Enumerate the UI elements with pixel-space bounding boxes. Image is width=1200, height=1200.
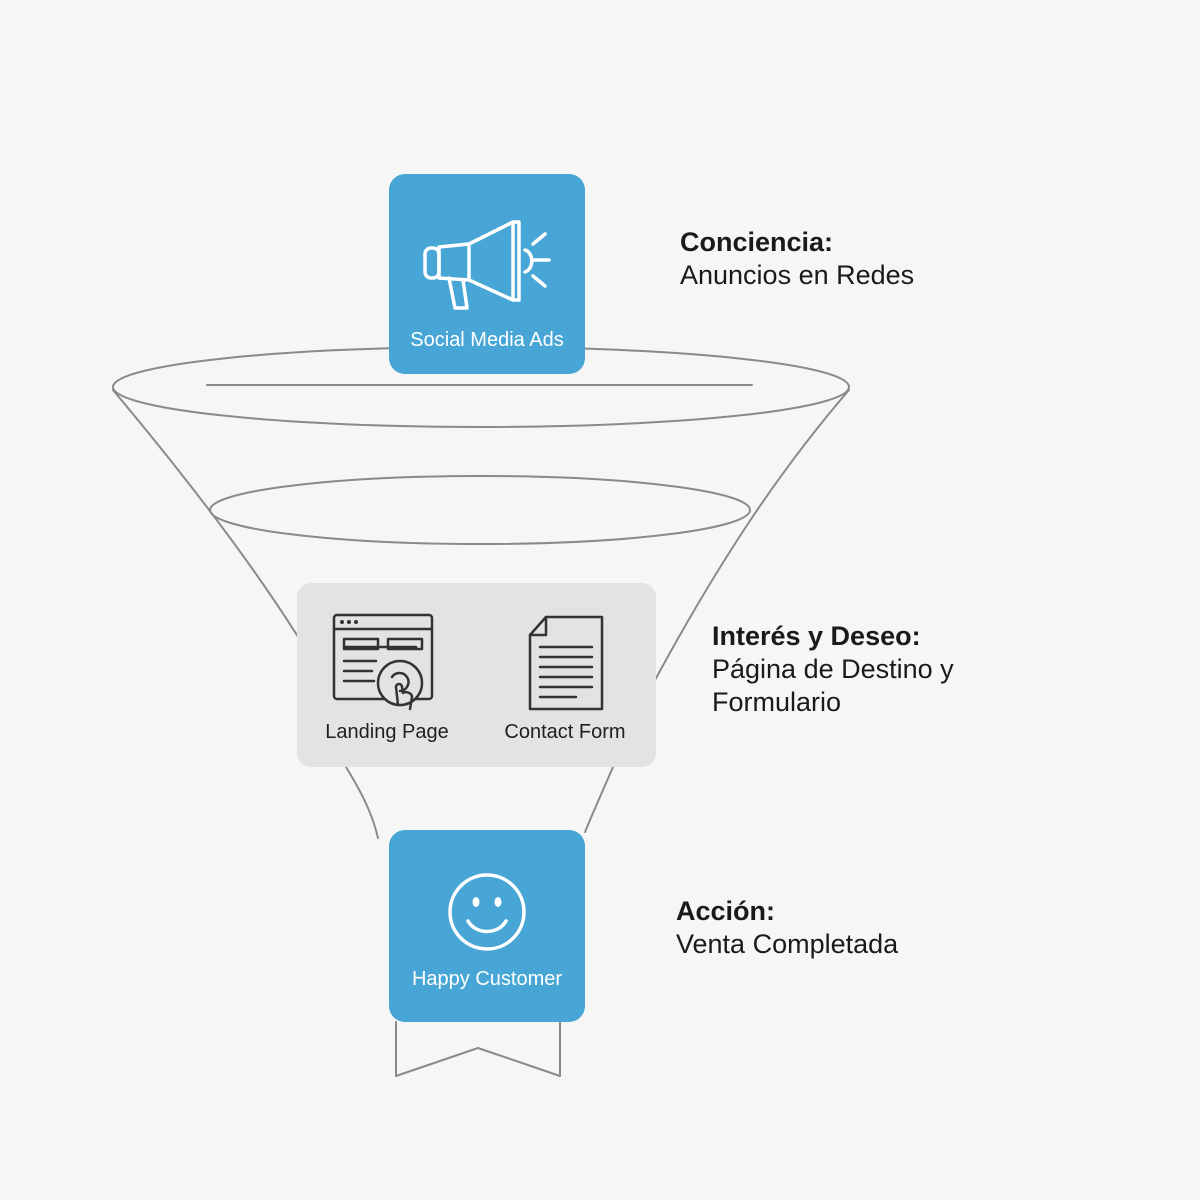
document-icon: [528, 615, 604, 711]
happy-customer-tile: Happy Customer: [389, 830, 585, 1022]
happy-customer-label: Happy Customer: [411, 968, 563, 990]
social-media-ads-label: Social Media Ads: [410, 329, 564, 351]
funnel-wall-right: [654, 389, 850, 681]
stage-awareness-caption: Conciencia: Anuncios en Redes: [680, 226, 914, 292]
stage-awareness-title: Conciencia:: [680, 227, 834, 257]
stage-action-description: Venta Completada: [676, 929, 899, 959]
contact-form-label: Contact Form: [504, 721, 626, 743]
stage-action-title: Acción:: [676, 896, 776, 926]
funnel-spout-right: [584, 766, 614, 833]
social-media-ads-tile: Social Media Ads: [389, 174, 585, 374]
megaphone-icon: [423, 220, 551, 310]
stage-interest-description: Página de Destino y Formulario: [712, 654, 954, 717]
smiley-face-icon: [448, 873, 526, 951]
landing-page-item: Landing Page: [297, 583, 477, 767]
ribbon-tail: [395, 1021, 561, 1077]
landing-page-icon: [332, 613, 434, 711]
stage-interest-caption: Interés y Deseo: Página de Destino y For…: [712, 620, 1002, 719]
stage-action-caption: Acción: Venta Completada: [676, 895, 898, 961]
landing-page-label: Landing Page: [325, 721, 449, 743]
stage-awareness-description: Anuncios en Redes: [680, 260, 915, 290]
funnel-spout-left: [345, 766, 379, 839]
funnel-middle-ring: [209, 475, 751, 545]
interest-desire-tile: Landing Page Contact Form: [297, 583, 656, 767]
stage-interest-title: Interés y Deseo:: [712, 621, 921, 651]
contact-form-item: Contact Form: [475, 583, 655, 767]
funnel-wall-left: [112, 389, 301, 641]
